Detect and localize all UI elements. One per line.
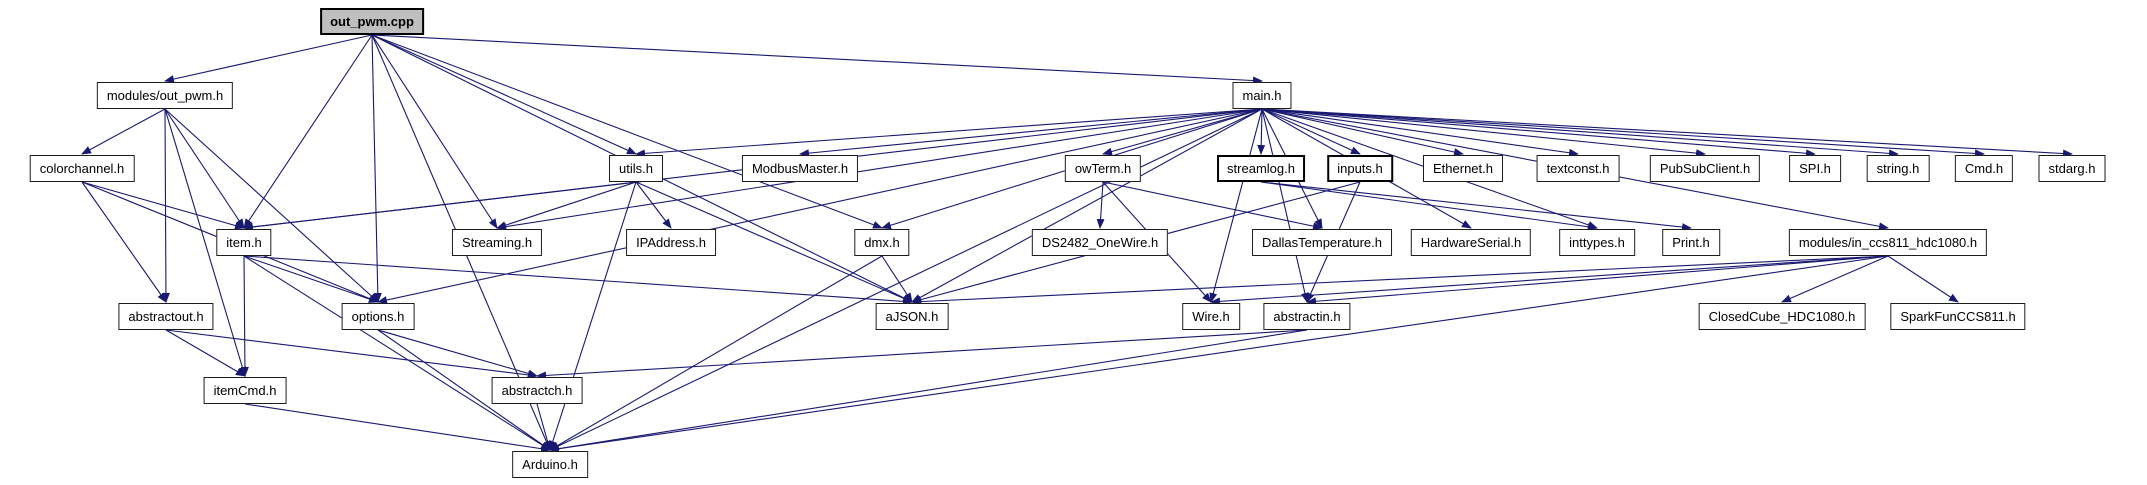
graph-node-textconst_h[interactable]: textconst.h [1536, 155, 1620, 182]
graph-edge-out_pwm_cpp-to-item_h [243, 34, 373, 229]
graph-node-colorchannel_h[interactable]: colorchannel.h [29, 155, 135, 182]
graph-edge-utils_h-to-streaming_h [496, 181, 637, 229]
graph-edge-item_h-to-ajson_h [243, 255, 913, 306]
graph-node-closedcube_h[interactable]: ClosedCube_HDC1080.h [1698, 303, 1866, 330]
graph-edge-ccs811_h-to-sparkfun_h [1887, 255, 1959, 303]
graph-node-cmd_h[interactable]: Cmd.h [1954, 155, 2014, 182]
graph-node-spi_h[interactable]: SPI.h [1789, 155, 1841, 182]
graph-node-hwserial_h[interactable]: HardwareSerial.h [1410, 229, 1532, 256]
graph-edge-out_pwm_cpp-to-streaming_h [371, 34, 498, 229]
graph-node-ds2482_h[interactable]: DS2482_OneWire.h [1031, 229, 1169, 256]
graph-edge-main_h-to-ethernet_h [1261, 108, 1464, 156]
graph-edge-main_h-to-streamlog_h [1257, 108, 1266, 155]
graph-edge-out_pwm_h-to-options_h [164, 108, 379, 303]
graph-edge-dmx_h-to-ajson_h [881, 255, 913, 303]
graph-edge-item_h-to-itemcmd_h [240, 255, 249, 377]
graph-edge-main_h-to-options_h [377, 108, 1263, 304]
graph-node-streamlog_h[interactable]: streamlog.h [1217, 155, 1305, 182]
graph-edge-main_h-to-modbusmaster_h [799, 108, 1263, 158]
graph-edge-utils_h-to-ajson_h [635, 181, 913, 303]
graph-edge-main_h-to-cmd_h [1261, 108, 1985, 158]
graph-edge-item_h-to-options_h [243, 255, 379, 303]
graph-node-wire_h[interactable]: Wire.h [1182, 303, 1240, 330]
graph-node-ethernet_h[interactable]: Ethernet.h [1423, 155, 1503, 182]
graph-node-utils_h[interactable]: utils.h [609, 155, 663, 182]
graph-edge-main_h-to-spi_h [1261, 108, 1816, 158]
graph-node-ipaddress_h[interactable]: IPAddress.h [626, 229, 716, 256]
graph-node-sparkfun_h[interactable]: SparkFunCCS811.h [1890, 303, 2026, 330]
graph-node-abstractin_h[interactable]: abstractin.h [1263, 303, 1351, 330]
graph-node-modbusmaster_h[interactable]: ModbusMaster.h [741, 155, 859, 182]
graph-edge-utils_h-to-item_h [243, 181, 637, 231]
graph-edge-itemcmd_h-to-arduino_h [244, 403, 551, 453]
graph-edge-options_h-to-arduino_h [377, 329, 551, 451]
graph-edge-main_h-to-streaming_h [496, 108, 1263, 231]
graph-node-itemcmd_h[interactable]: itemCmd.h [203, 377, 287, 404]
graph-edge-main_h-to-wire_h [1209, 108, 1263, 303]
graph-node-out_pwm_h[interactable]: modules/out_pwm.h [96, 82, 234, 109]
graph-edge-main_h-to-string_h [1261, 108, 1899, 158]
graph-edge-colorchannel_h-to-item_h [81, 181, 245, 230]
graph-edge-main_h-to-utils_h [635, 108, 1263, 158]
graph-edge-out_pwm_cpp-to-dmx_h [371, 34, 883, 229]
graph-edge-out_pwm_cpp-to-utils_h [371, 34, 637, 155]
graph-edge-main_h-to-textconst_h [1261, 108, 1579, 157]
graph-edge-ccs811_h-to-closedcube_h [1781, 255, 1889, 303]
graph-edge-out_pwm_h-to-colorchannel_h [81, 108, 166, 155]
graph-node-main_h[interactable]: main.h [1232, 82, 1292, 109]
graph-node-stdarg_h[interactable]: stdarg.h [2038, 155, 2106, 182]
graph-node-abstractout_h[interactable]: abstractout.h [118, 303, 214, 330]
graph-edge-abstractin_h-to-abstractch_h [536, 329, 1308, 380]
graph-edge-colorchannel_h-to-abstractout_h [81, 181, 167, 303]
graph-edge-options_h-to-abstractch_h [377, 329, 538, 378]
graph-node-abstractch_h[interactable]: abstractch.h [491, 377, 583, 404]
graph-node-print_h[interactable]: Print.h [1662, 229, 1720, 256]
graph-node-ccs811_h[interactable]: modules/in_ccs811_hdc1080.h [1788, 229, 1988, 256]
graph-node-string_h[interactable]: string.h [1866, 155, 1930, 182]
graph-edge-out_pwm_cpp-to-out_pwm_h [164, 34, 373, 83]
graph-node-arduino_h[interactable]: Arduino.h [512, 451, 588, 478]
graph-node-options_h[interactable]: options.h [341, 303, 415, 330]
graph-node-streaming_h[interactable]: Streaming.h [451, 229, 543, 256]
graph-edge-owterm_h-to-dallas_h [1102, 181, 1323, 231]
graph-edge-streamlog_h-to-inttypes_h [1260, 181, 1598, 231]
graph-edge-out_pwm_h-to-itemcmd_h [164, 108, 247, 377]
graph-edge-main_h-to-stdarg_h [1261, 108, 2073, 158]
graph-node-dallas_h[interactable]: DallasTemperature.h [1252, 229, 1392, 256]
graph-edge-abstractch_h-to-arduino_h [536, 403, 552, 451]
graph-edge-out_pwm_h-to-item_h [164, 108, 245, 229]
graph-edge-main_h-to-ajson_h [911, 108, 1263, 303]
graph-edge-utils_h-to-arduino_h [548, 181, 637, 451]
graph-edge-streamlog_h-to-print_h [1260, 181, 1692, 232]
graph-edge-abstractout_h-to-itemcmd_h [165, 329, 246, 377]
graph-node-pubsubclient_h[interactable]: PubSubClient.h [1649, 155, 1761, 182]
graph-edge-main_h-to-arduino_h [549, 108, 1263, 451]
graph-edge-ccs811_h-to-abstractin_h [1306, 255, 1889, 306]
graph-edge-owterm_h-to-ds2482_h [1096, 181, 1105, 229]
graph-edge-item_h-to-arduino_h [243, 255, 551, 451]
graph-edge-out_pwm_cpp-to-main_h [371, 34, 1263, 85]
graph-edge-main_h-to-abstractin_h [1261, 108, 1309, 303]
graph-node-inputs_h[interactable]: inputs.h [1327, 155, 1393, 182]
graph-edge-out_pwm_cpp-to-options_h [371, 34, 382, 303]
graph-node-out_pwm_cpp[interactable]: out_pwm.cpp [320, 8, 424, 35]
graph-node-item_h[interactable]: item.h [216, 229, 272, 256]
graph-edge-group [81, 34, 2073, 453]
graph-node-ajson_h[interactable]: aJSON.h [875, 303, 949, 330]
graph-node-inttypes_h[interactable]: inttypes.h [1559, 229, 1635, 256]
graph-edge-main_h-to-inputs_h [1261, 108, 1361, 155]
graph-edge-abstractout_h-to-abstractch_h [165, 329, 538, 379]
graph-edge-ccs811_h-to-wire_h [1210, 255, 1889, 306]
graph-edge-utils_h-to-ipaddress_h [635, 181, 672, 229]
graph-edge-ccs811_h-to-ajson_h [911, 255, 1889, 306]
graph-edge-abstractin_h-to-arduino_h [549, 329, 1308, 453]
graph-node-owterm_h[interactable]: owTerm.h [1064, 155, 1142, 182]
graph-edge-main_h-to-pubsubclient_h [1261, 108, 1706, 158]
graph-edge-ccs811_h-to-arduino_h [549, 255, 1889, 453]
graph-edge-main_h-to-owterm_h [1102, 108, 1263, 156]
graph-edge-dmx_h-to-arduino_h [549, 255, 883, 451]
graph-node-dmx_h[interactable]: dmx.h [854, 229, 910, 256]
